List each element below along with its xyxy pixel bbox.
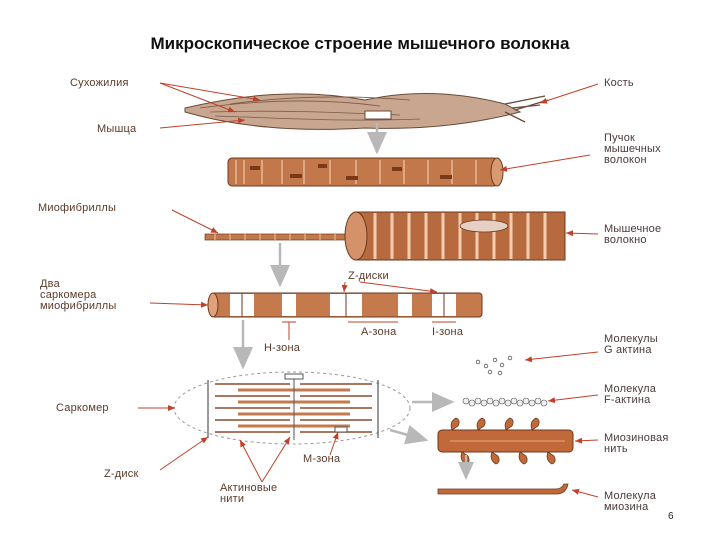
label-fiber-bundle: Пучок мышечных волокон — [604, 132, 661, 166]
label-z-discs: Z-диски — [348, 270, 389, 282]
label-sarcomere: Саркомер — [56, 402, 109, 414]
label-g-actin: Молекулы G актина — [604, 333, 658, 356]
label-actin-filaments: Актиновые нити — [220, 482, 278, 505]
f-actin-molecule — [462, 397, 548, 407]
label-muscle: Мышца — [97, 123, 137, 135]
label-m-zone: М-зона — [303, 453, 341, 465]
label-f-actin: Молекула F-актина — [604, 383, 657, 406]
label-tendons: Сухожилия — [70, 77, 129, 89]
myofibril-segment — [207, 292, 483, 318]
label-two-sarcomeres: Два саркомера миофибриллы — [40, 278, 117, 312]
myosin-filament — [437, 417, 574, 465]
label-bone: Кость — [604, 77, 634, 89]
g-actin-molecules — [475, 355, 513, 376]
sarcomere-detail — [173, 371, 411, 445]
label-a-zone: А-зона — [361, 326, 397, 338]
label-myofibrils: Миофибриллы — [38, 202, 117, 214]
myosin-molecule — [437, 483, 569, 495]
label-z-disc: Z-диск — [104, 468, 139, 480]
muscle-shape — [184, 93, 549, 130]
muscle-fiber — [204, 211, 566, 261]
label-myosin-filament: Миозиновая нить — [604, 432, 669, 455]
label-i-zone: I-зона — [432, 326, 464, 338]
page-number: 6 — [668, 511, 674, 522]
diagram-title: Микроскопическое строение мышечного воло… — [150, 34, 570, 53]
label-h-zone: Н-зона — [264, 342, 301, 354]
label-myosin-molecule: Молекула миозина — [604, 490, 657, 513]
label-muscle-fiber: Мышечное волокно — [604, 223, 662, 246]
fiber-bundle — [227, 157, 504, 187]
muscle-leader-lines — [159, 82, 599, 129]
